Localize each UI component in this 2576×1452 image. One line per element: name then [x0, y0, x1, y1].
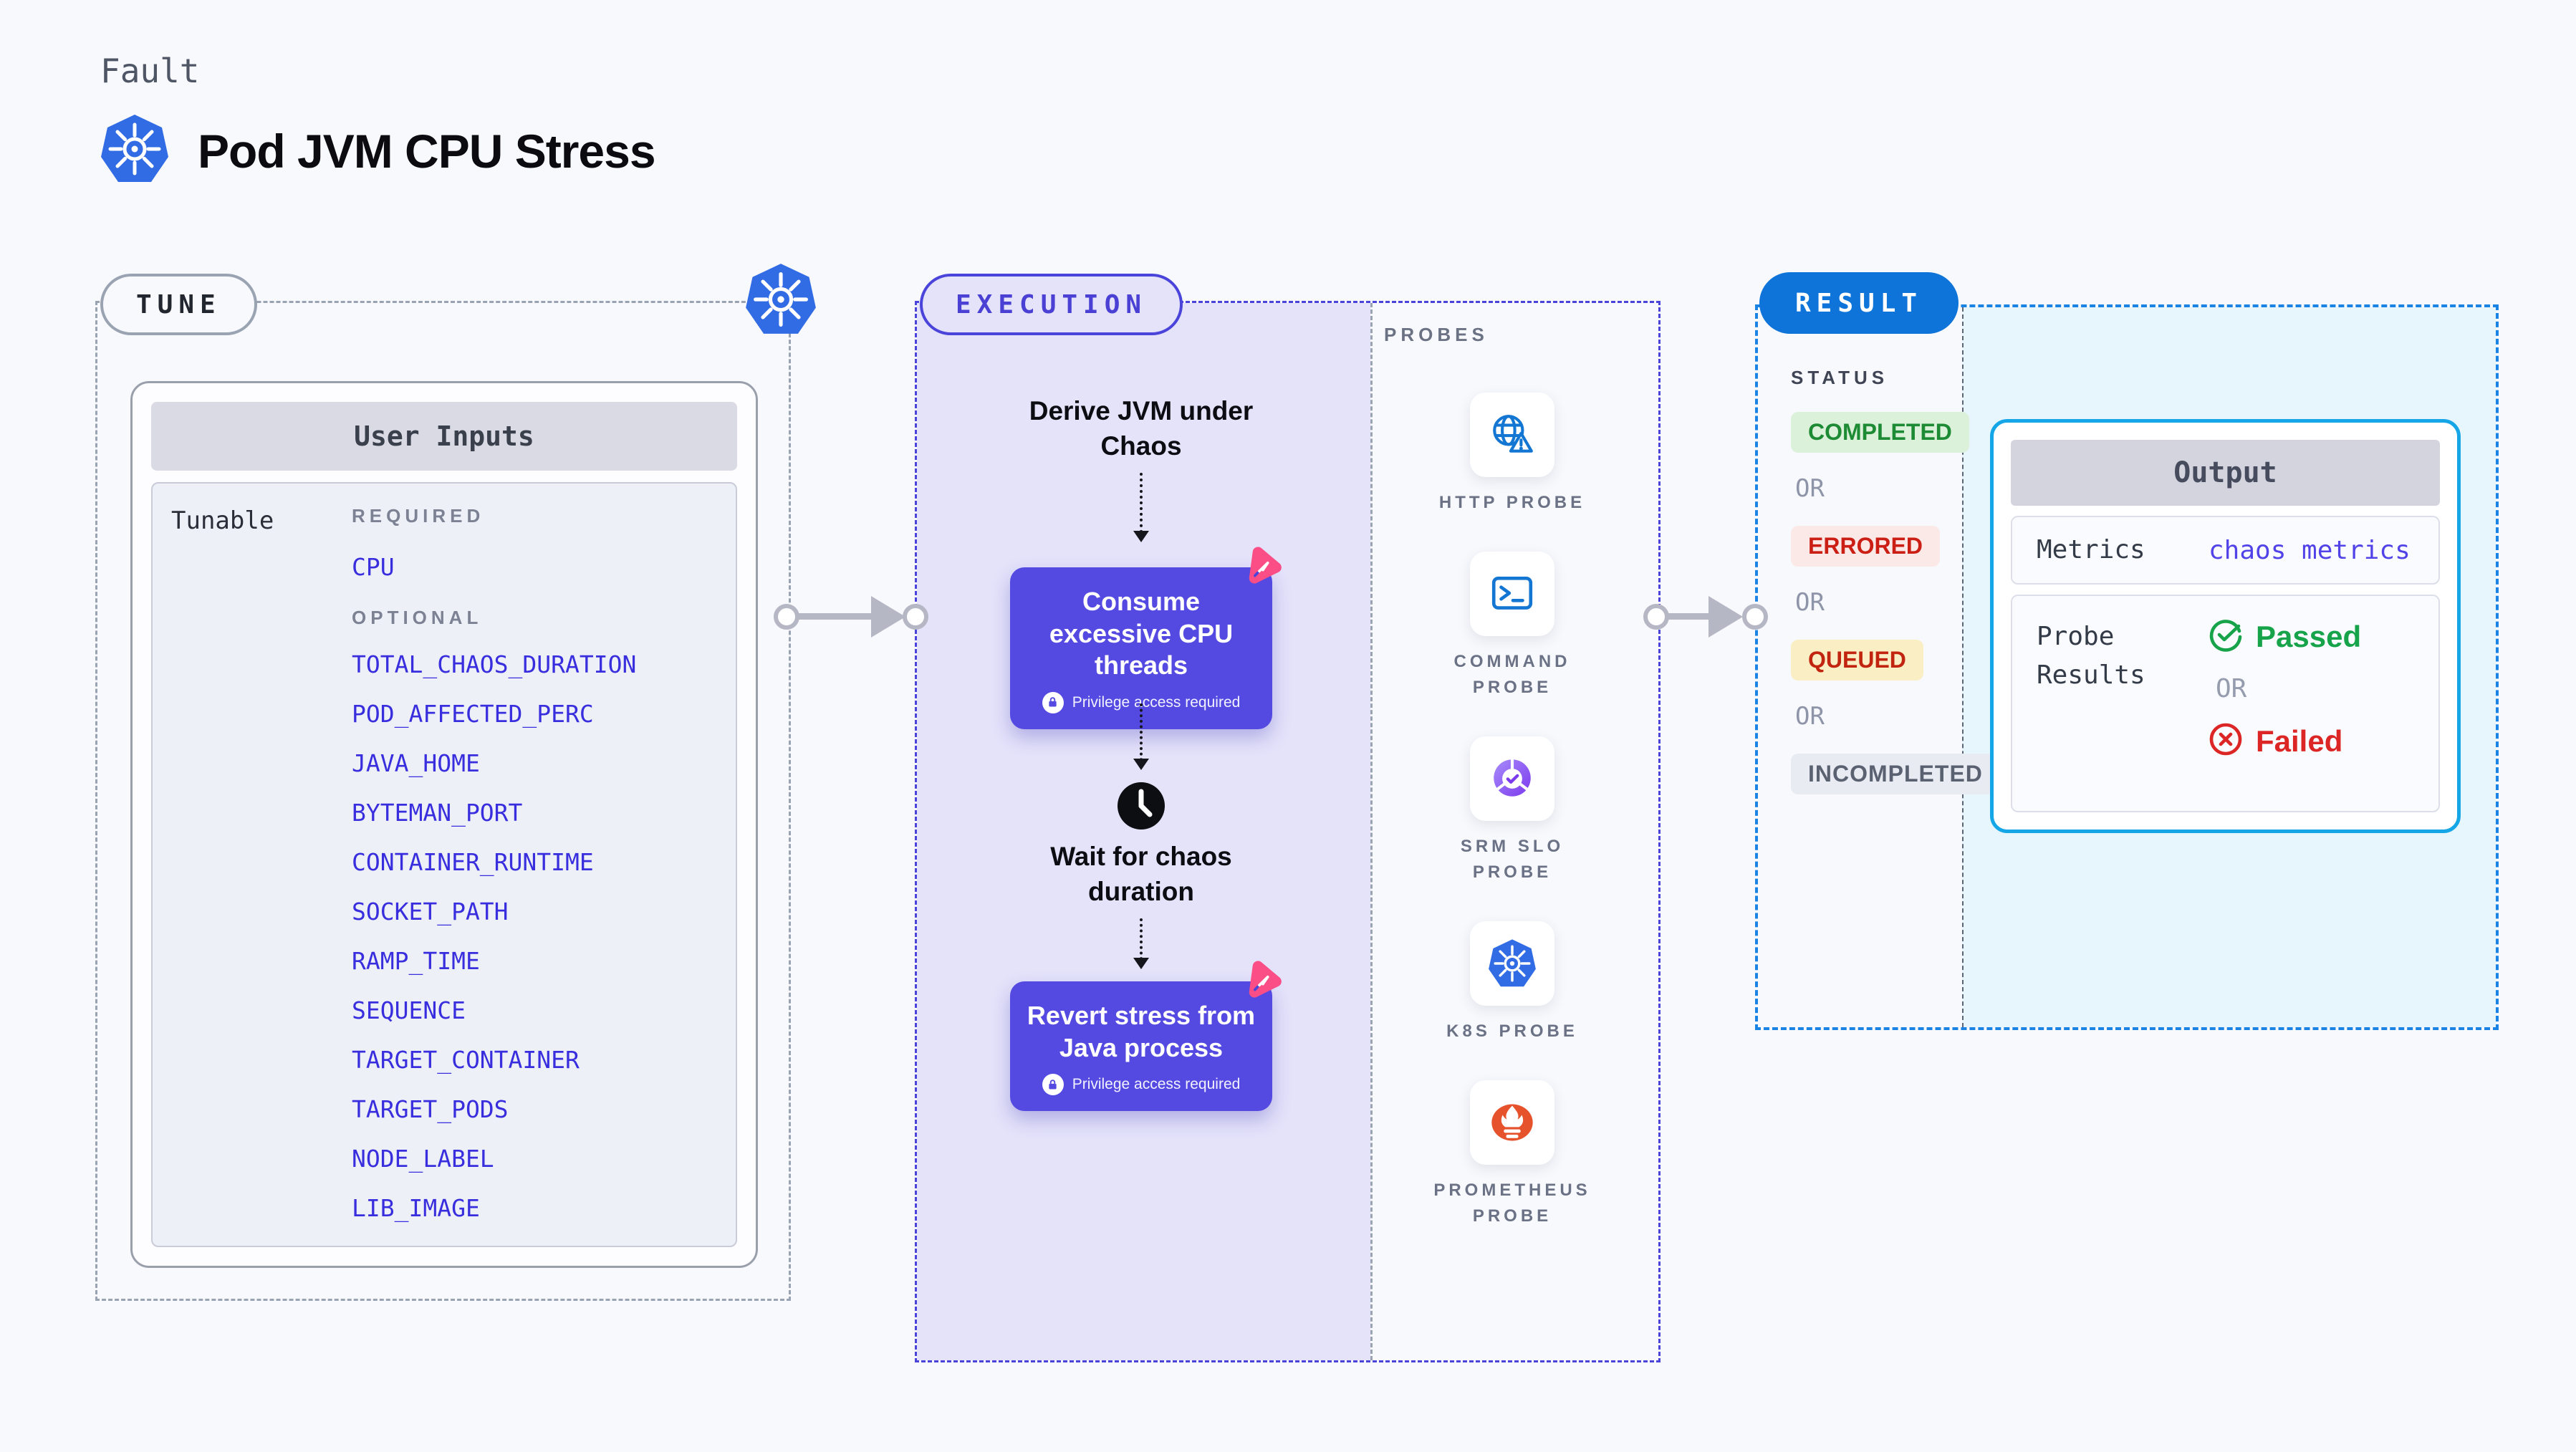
output-card: Output Metrics chaos metrics Probe Resul…: [1990, 419, 2461, 833]
lock-icon: [1042, 691, 1064, 713]
connector-node: [1742, 604, 1768, 630]
tunable-item: RAMP_TIME: [352, 947, 480, 975]
output-title: Output: [2011, 440, 2440, 506]
probe-label: COMMAND PROBE: [1453, 652, 1571, 697]
probes-divider: [1370, 303, 1373, 1360]
probes-heading: PROBES: [1384, 324, 1489, 345]
probe-results-label: Probe Results: [2037, 622, 2145, 690]
probe-item-command: COMMAND PROBE: [1430, 552, 1595, 701]
or-separator: OR: [1795, 588, 1825, 617]
tunable-item: BYTEMAN_PORT: [352, 799, 523, 827]
privilege-chip: Privilege access required: [1023, 1074, 1259, 1096]
required-group-label: REQUIRED: [352, 505, 485, 527]
tunable-item: JAVA_HOME: [352, 749, 480, 777]
flow-arrow-down: [1133, 473, 1149, 542]
gauge-check-icon: [1470, 736, 1554, 821]
step-revert-label: Revert stress from Java process: [1027, 1001, 1256, 1062]
probe-item-prometheus: PROMETHEUS PROBE: [1412, 1080, 1613, 1229]
lock-icon: [1042, 1074, 1064, 1096]
tunable-item: TARGET_CONTAINER: [352, 1046, 580, 1074]
kubernetes-icon: [744, 262, 818, 340]
connector-arrow: [787, 613, 880, 620]
or-separator: OR: [1795, 702, 1825, 731]
passed-label: Passed: [2256, 619, 2362, 653]
step-revert-card: Revert stress from Java process Privileg…: [1010, 981, 1272, 1112]
tune-badge: TUNE: [100, 274, 257, 335]
prometheus-flame-icon: [1470, 1080, 1554, 1165]
tune-section: [95, 301, 791, 1301]
probes-list: HTTP PROBE COMMAND PROBE SRM SLO PROBE K…: [1368, 393, 1656, 1229]
privilege-label: Privilege access required: [1072, 693, 1241, 711]
status-heading: STATUS: [1791, 367, 1889, 388]
execution-section: [915, 301, 1661, 1362]
kubernetes-icon: [99, 113, 170, 188]
tunable-row-label: Tunable: [171, 506, 274, 535]
status-badge-completed: COMPLETED: [1791, 412, 1969, 453]
kubernetes-icon: [1469, 921, 1554, 1006]
result-badge: RESULT: [1759, 272, 1959, 334]
tunable-item: CONTAINER_RUNTIME: [352, 848, 594, 876]
connector-node: [774, 604, 799, 630]
status-badge-queued: QUEUED: [1791, 640, 1923, 681]
execution-badge: EXECUTION: [920, 274, 1183, 335]
tunable-item: SOCKET_PATH: [352, 898, 509, 925]
optional-group-label: OPTIONAL: [352, 607, 483, 628]
metrics-value: chaos metrics: [2209, 535, 2411, 565]
user-inputs-card: User Inputs Tunable REQUIRED CPU OPTIONA…: [130, 381, 758, 1268]
tunable-item: LIB_IMAGE: [352, 1194, 480, 1222]
tunable-item: TOTAL_CHAOS_DURATION: [352, 650, 637, 678]
probe-label: SRM SLO PROBE: [1460, 837, 1565, 882]
failed-line: Failed: [2209, 722, 2342, 760]
user-inputs-list: Tunable REQUIRED CPU OPTIONAL TOTAL_CHAO…: [151, 482, 737, 1247]
connector-node: [1643, 604, 1669, 630]
or-separator: OR: [1795, 474, 1825, 503]
tunable-item: CPU: [352, 553, 395, 581]
privilege-chip: Privilege access required: [1023, 691, 1259, 713]
status-badge-errored: ERRORED: [1791, 526, 1941, 567]
privilege-label: Privilege access required: [1072, 1076, 1241, 1093]
tunable-item: SEQUENCE: [352, 996, 466, 1024]
or-separator: OR: [2216, 674, 2247, 703]
user-inputs-title: User Inputs: [151, 402, 737, 471]
probe-label: PROMETHEUS PROBE: [1433, 1181, 1591, 1226]
step-consume-card: Consume excessive CPU threads Privilege …: [1010, 567, 1272, 729]
probe-item-http: HTTP PROBE: [1439, 393, 1585, 516]
connector-arrow: [1656, 613, 1721, 620]
probe-label: K8S PROBE: [1446, 1021, 1578, 1041]
tunable-item: NODE_LABEL: [352, 1145, 494, 1173]
failed-label: Failed: [2256, 723, 2343, 758]
step-consume-label: Consume excessive CPU threads: [1049, 587, 1234, 681]
status-column: STATUS COMPLETED OR ERRORED OR QUEUED OR…: [1791, 367, 2000, 794]
globe-alert-icon: [1470, 393, 1554, 477]
passed-line: Passed: [2209, 617, 2361, 655]
check-circle-icon: [2209, 617, 2243, 655]
tunable-item: TARGET_PODS: [352, 1095, 509, 1123]
arrowhead-icon: [871, 596, 905, 638]
arrowhead-icon: [1708, 596, 1743, 638]
tunable-item: POD_AFFECTED_PERC: [352, 700, 594, 728]
page-title: Pod JVM CPU Stress: [198, 124, 656, 178]
step-derive-label: Derive JVM under Chaos: [1029, 396, 1254, 461]
probe-item-k8s: K8S PROBE: [1446, 921, 1578, 1044]
chaos-badge-icon: [1239, 543, 1287, 594]
chaos-badge-icon: [1239, 957, 1287, 1008]
probe-label: HTTP PROBE: [1438, 493, 1586, 512]
flow-arrow-down: [1133, 703, 1149, 770]
flow-arrow-down: [1133, 918, 1149, 969]
metrics-label: Metrics: [2037, 535, 2145, 564]
metrics-row: Metrics chaos metrics: [2011, 516, 2440, 585]
connector-node: [903, 604, 928, 630]
probe-item-srm-slo: SRM SLO PROBE: [1430, 736, 1595, 885]
x-circle-icon: [2209, 722, 2243, 760]
fault-kicker: Fault: [100, 52, 200, 90]
execution-panel: [917, 303, 1370, 1360]
step-wait-label: Wait for chaos duration: [1050, 842, 1232, 906]
clock-icon: [1116, 781, 1166, 835]
status-badge-incompleted: INCOMPLETED: [1791, 754, 2000, 794]
probe-results-row: Probe Results Passed OR Failed: [2011, 595, 2440, 812]
page-header: Pod JVM CPU Stress: [99, 113, 656, 188]
terminal-icon: [1470, 552, 1554, 636]
